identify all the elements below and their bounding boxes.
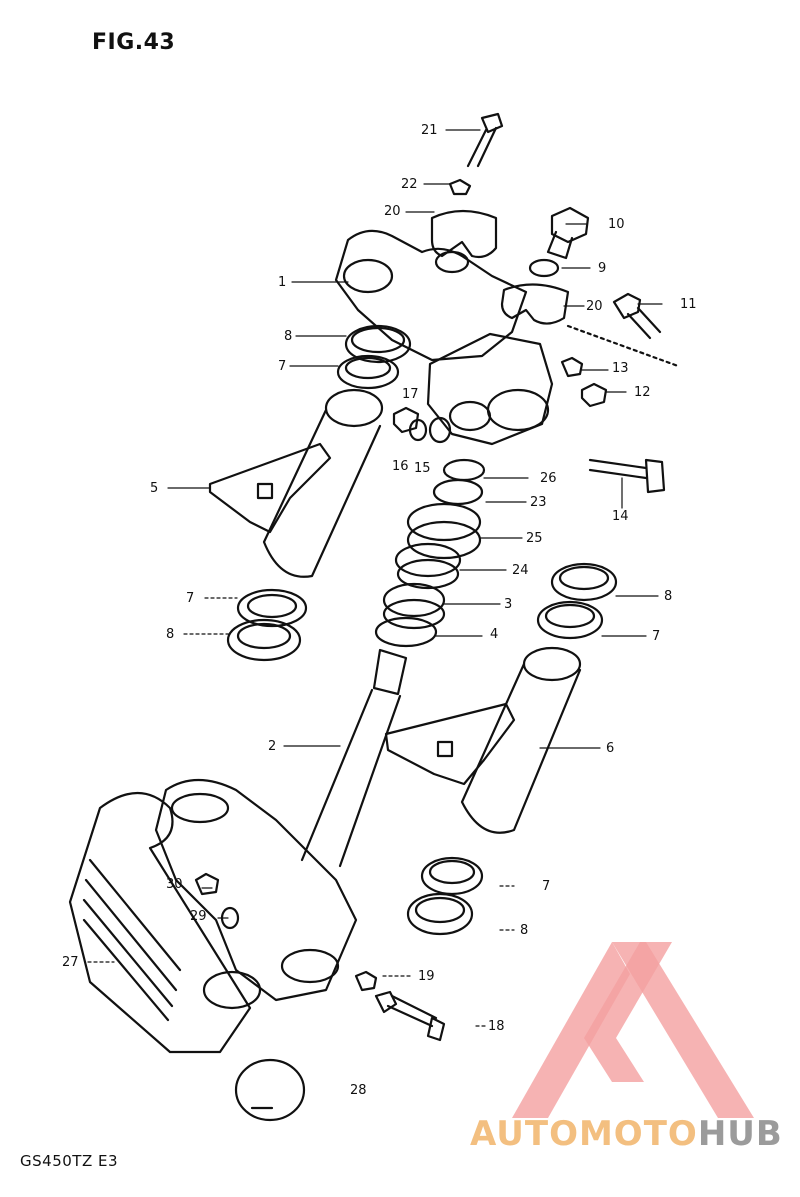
callout-20: 20 [384,204,401,219]
callout-2: 2 [268,739,277,754]
callout-17: 17 [402,387,419,402]
part-18-bolt [374,990,446,1042]
part-1-upper-bracket [334,229,528,362]
callout-4: 4 [490,627,499,642]
part-7-bushing-upper-left [336,354,400,390]
callout-15: 15 [414,461,431,476]
part-6-right-fork-tube-bracket [384,646,582,834]
callout-21: 21 [421,123,438,138]
part-7-bushing-right [536,600,604,640]
watermark-logo-shape [512,942,754,1118]
part-20-lower-cap [500,283,570,325]
callout-8: 8 [166,627,175,642]
callout-28: 28 [350,1083,367,1098]
model-code: GS450TZ E3 [20,1152,119,1170]
part-19-nut [354,970,378,992]
part-24-bearing [394,542,462,590]
callout-6: 6 [606,741,615,756]
part-14-bolt [588,458,666,494]
part-17-nut [392,406,420,434]
callout-7: 7 [278,359,287,374]
part-12-nut [580,382,608,408]
part-8-seal-lower-center [406,892,474,936]
callout-14: 14 [612,509,629,524]
callout-11: 11 [680,297,697,312]
callout-7: 7 [652,629,661,644]
callout-13: 13 [612,361,629,376]
watermark-text: AUTOMOTOHUB [470,1114,783,1154]
figure-title: FIG.43 [92,30,176,55]
part-8-seal-upper-left [344,324,412,364]
callout-10: 10 [608,217,625,232]
callout-27: 27 [62,955,79,970]
part-9-washer [528,258,560,278]
callout-8: 8 [284,329,293,344]
part-3-bearing [382,582,446,630]
part-8-seal-lower-left [226,618,302,662]
part-lower-bracket [154,779,358,1002]
part-7-bushing-lower-left [236,588,308,628]
part-23-washer [432,478,484,506]
part-13-nut [560,356,584,378]
callout-1: 1 [278,275,287,290]
callout-16: 16 [392,459,409,474]
watermark-brand-b: HUB [697,1114,783,1154]
part-4-dust-seal [374,616,438,648]
part-28-stem-cap [234,1058,306,1122]
callout-22: 22 [401,177,418,192]
callout-5: 5 [150,481,159,496]
callout-30: 30 [166,877,183,892]
part-30-nut [194,872,220,896]
callout-9: 9 [598,261,607,276]
callout-18: 18 [488,1019,505,1034]
part-2-steering-stem [300,648,408,868]
callout-19: 19 [418,969,435,984]
callout-23: 23 [530,495,547,510]
callout-24: 24 [512,563,529,578]
part-7-bushing-lower-center [420,856,484,896]
part-5-left-fork-tube-bracket [208,388,384,578]
part-8-seal-right [550,562,618,602]
callout-3: 3 [504,597,513,612]
callout-26: 26 [540,471,557,486]
part-25-bearing-race [406,502,482,560]
part-21-bolt [466,112,504,168]
callout-29: 29 [190,909,207,924]
part-27-stem-cover [68,791,262,1054]
part-22-nut [448,178,472,196]
leader-dashed [566,324,680,368]
part-20-upper-cap [430,209,498,259]
callout-7: 7 [542,879,551,894]
callout-12: 12 [634,385,651,400]
part-10-bolt [546,206,590,260]
part-11-bolt [612,292,662,340]
callout-8: 8 [520,923,529,938]
part-16-washer [408,418,428,442]
watermark-brand-a: AUTOMOTO [470,1114,698,1154]
callout-8: 8 [664,589,673,604]
part-15-washer [428,416,452,444]
callout-7: 7 [186,591,195,606]
part-26-nut [442,458,486,482]
leader-lines [87,129,663,1027]
callout-25: 25 [526,531,543,546]
part-1-lower-clamp [426,332,554,446]
callout-20: 20 [586,299,603,314]
